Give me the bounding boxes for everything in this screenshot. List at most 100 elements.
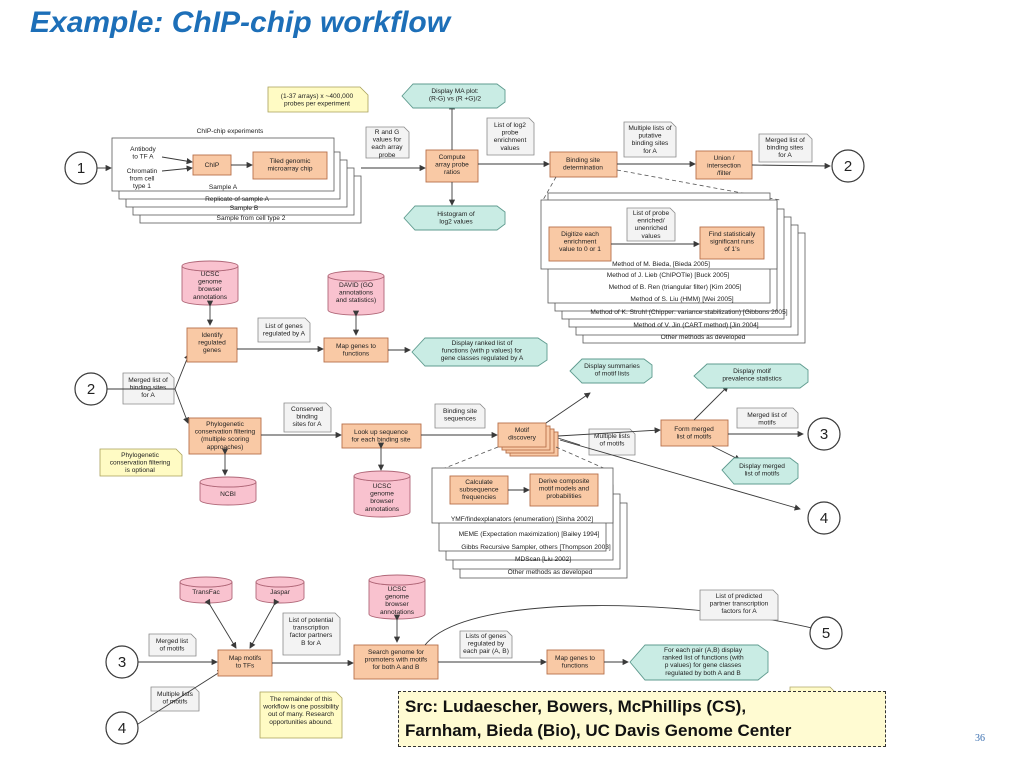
label-line: List of probe: [633, 210, 670, 217]
label-line: Merged list of: [128, 377, 168, 384]
genes-pair-note-box: [459, 630, 513, 659]
label-line: partner transcription: [710, 601, 769, 608]
label-line: Find statistically: [709, 231, 756, 238]
label-line: list of motifs: [677, 434, 713, 441]
label-line: for both A and B: [373, 664, 421, 671]
circle-2-top: [831, 149, 865, 183]
motif-discovery-stack: [497, 422, 559, 457]
label-line: Lists of genes: [466, 633, 507, 640]
label-line: for A: [141, 392, 155, 399]
method-label: Method of B. Ren (triangular filter) [Ki…: [609, 284, 742, 291]
label-line: Map motifs: [229, 655, 262, 662]
derive-models-box: [529, 473, 599, 507]
label-line: browser: [370, 498, 394, 505]
label-line: Other methods as developed: [661, 334, 746, 341]
map-motifs-tfs-box: [217, 649, 273, 677]
find-runs-box: [699, 226, 765, 260]
circle-4-right-label: 4: [820, 510, 828, 527]
label-line: binding sites: [130, 385, 167, 392]
label-line: Search genome for: [368, 649, 425, 656]
source-citation-box: Src: Ludaescher, Bowers, McPhillips (CS)…: [398, 691, 886, 747]
circle-2-mid-label: 2: [87, 381, 95, 398]
label-line: functions (with p values) for: [442, 348, 523, 355]
label-line: Chromatin: [127, 168, 158, 175]
predicted-partners-box: [699, 589, 779, 621]
label-line: opportunities abound.: [269, 719, 333, 726]
label-line: is optional: [125, 467, 155, 474]
arrays-note-box: [267, 86, 369, 113]
remainder-note-box: [259, 691, 343, 739]
multiple-motif-lists-box: [588, 428, 636, 456]
label-line: MEME (Expectation maximization) [Bailey …: [459, 531, 600, 538]
display-pairs-shape: [629, 644, 769, 681]
label-line: R and G: [375, 129, 400, 136]
label-line: Binding site: [443, 408, 477, 415]
label-line: 3: [820, 426, 828, 443]
label-line: putative: [638, 133, 661, 140]
label-line: The remainder of this: [270, 696, 333, 703]
label-line: prevalence statistics: [722, 376, 782, 383]
label-line: Digitize each: [561, 231, 599, 238]
label-line: functions: [343, 351, 370, 358]
label-line: binding: [296, 414, 318, 421]
binding-seqs-box: [434, 403, 486, 429]
label-line: annotations: [365, 506, 400, 513]
label-line: /filter: [717, 170, 732, 177]
label-line: Display ranked list of: [452, 340, 513, 347]
label-line: regulated: [198, 340, 226, 347]
label-line: annotations: [380, 609, 415, 616]
label-line: for each binding site: [351, 437, 410, 444]
label-line: Sample from cell type 2: [217, 215, 286, 222]
label-line: DAVID (GO: [339, 282, 373, 289]
motif-method-label: YMF/findexplanators (enumeration) [Sinha…: [451, 516, 593, 523]
source-line-2: Farnham, Bieda (Bio), UC Davis Genome Ce…: [405, 721, 792, 740]
method-label: Method of J. Lieb (ChIPOTle) [Buck 2005]: [607, 272, 730, 279]
label-line: p values) for gene classes: [665, 662, 742, 669]
stack-layer-label: Replicate of sample A: [205, 196, 269, 203]
label-line: 1: [77, 160, 85, 177]
label-line: Display merged: [739, 463, 785, 470]
label-line: Merged list of: [747, 412, 787, 419]
label-line: Multiple lists: [594, 433, 631, 440]
label-line: motif models and: [539, 486, 590, 493]
label-line: genome: [385, 594, 409, 601]
page-number: 36: [975, 733, 985, 744]
label-line: ChIP: [205, 162, 220, 169]
method-label: Method of K. Struhl (Chipper: variance s…: [590, 309, 787, 316]
chip-label: ChIP: [205, 162, 220, 169]
label-line: TransFac: [192, 589, 220, 596]
label-line: of motif lists: [595, 371, 631, 378]
circle-3-right: [807, 417, 841, 451]
label-line: binding sites: [767, 145, 804, 152]
label-line: Tiled genomic: [270, 158, 312, 165]
label-line: sequences: [444, 416, 477, 423]
label-line: Phylogenetic: [206, 421, 244, 428]
label-line: out of many. Research: [268, 711, 334, 718]
rg-values-box: [365, 126, 410, 159]
label-line: Histogram of: [437, 211, 475, 218]
label-line: significant runs: [710, 239, 755, 246]
label-line: binding sites: [632, 140, 669, 147]
method-label: Other methods as developed: [661, 334, 746, 341]
label-line: microarray chip: [267, 166, 312, 173]
label-line: to TF A: [132, 154, 154, 161]
